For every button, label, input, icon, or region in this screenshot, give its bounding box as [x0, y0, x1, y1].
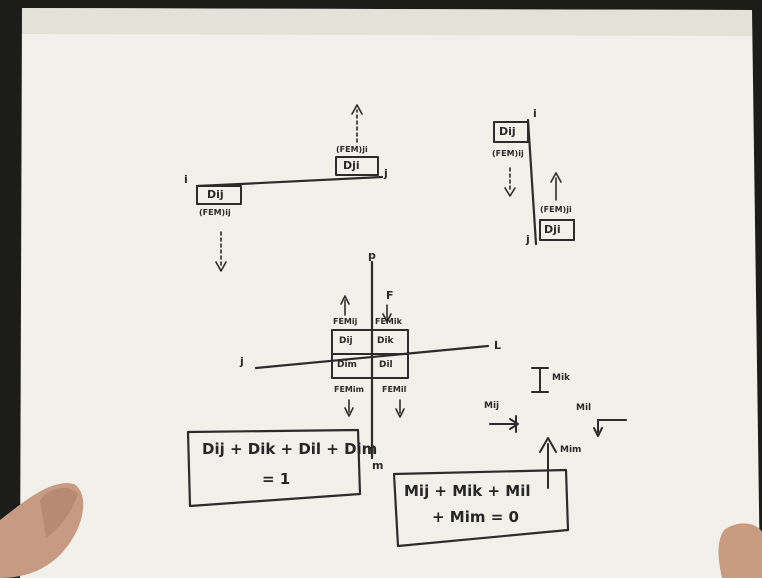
- presenter-hand-right: [719, 523, 762, 578]
- column-top-fem: (FEM)ij: [492, 150, 524, 158]
- fb-mil-label: Mil: [576, 404, 591, 413]
- paper-top-shadow: [22, 8, 752, 36]
- node-j-label: j: [384, 168, 388, 179]
- near-fem: (FEM)ij: [199, 209, 231, 217]
- fb-mim-label: Mim: [560, 446, 581, 455]
- joint-upper-right-label: F: [386, 290, 394, 301]
- joint-left-label: j: [240, 356, 244, 367]
- fb-mij-label: Mij: [484, 402, 499, 411]
- column-bottom-dist-factor: Dji: [544, 224, 561, 235]
- joint-right-label: L: [494, 340, 501, 351]
- joint-box-top-right-text: Dik: [377, 337, 394, 346]
- joint-bottom-label: m: [372, 460, 383, 471]
- column-node-j-label: j: [526, 234, 530, 245]
- equation-2-line-2: + Mim = 0: [432, 510, 519, 525]
- equation-1-line-2: = 1: [262, 472, 290, 487]
- joint-box-bottom-right-text: Dil: [379, 361, 393, 370]
- near-dist-factor: Dij: [207, 189, 224, 200]
- fb-mik-label: Mik: [552, 374, 570, 383]
- column-bottom-fem: (FEM)ji: [540, 206, 572, 214]
- joint-fem-top-right: FEMik: [375, 318, 402, 326]
- node-i-label: i: [184, 174, 188, 185]
- joint-box-top-left-text: Dij: [339, 337, 353, 346]
- far-dist-factor: Dji: [343, 160, 360, 171]
- joint-fem-top-left: FEMij: [333, 318, 357, 326]
- equation-1-line-1: Dij + Dik + Dil + Dim: [202, 442, 377, 457]
- equation-2-line-1: Mij + Mik + Mil: [404, 484, 531, 499]
- column-top-dist-factor: Dij: [499, 126, 516, 137]
- joint-box-bottom-left-text: Dim: [337, 361, 357, 370]
- joint-top-label: p: [368, 250, 376, 261]
- column-node-i-label: i: [533, 108, 537, 119]
- joint-fem-bottom-right: FEMil: [382, 386, 406, 394]
- joint-fem-bottom-left: FEMim: [334, 386, 364, 394]
- far-fem: (FEM)ji: [336, 146, 368, 154]
